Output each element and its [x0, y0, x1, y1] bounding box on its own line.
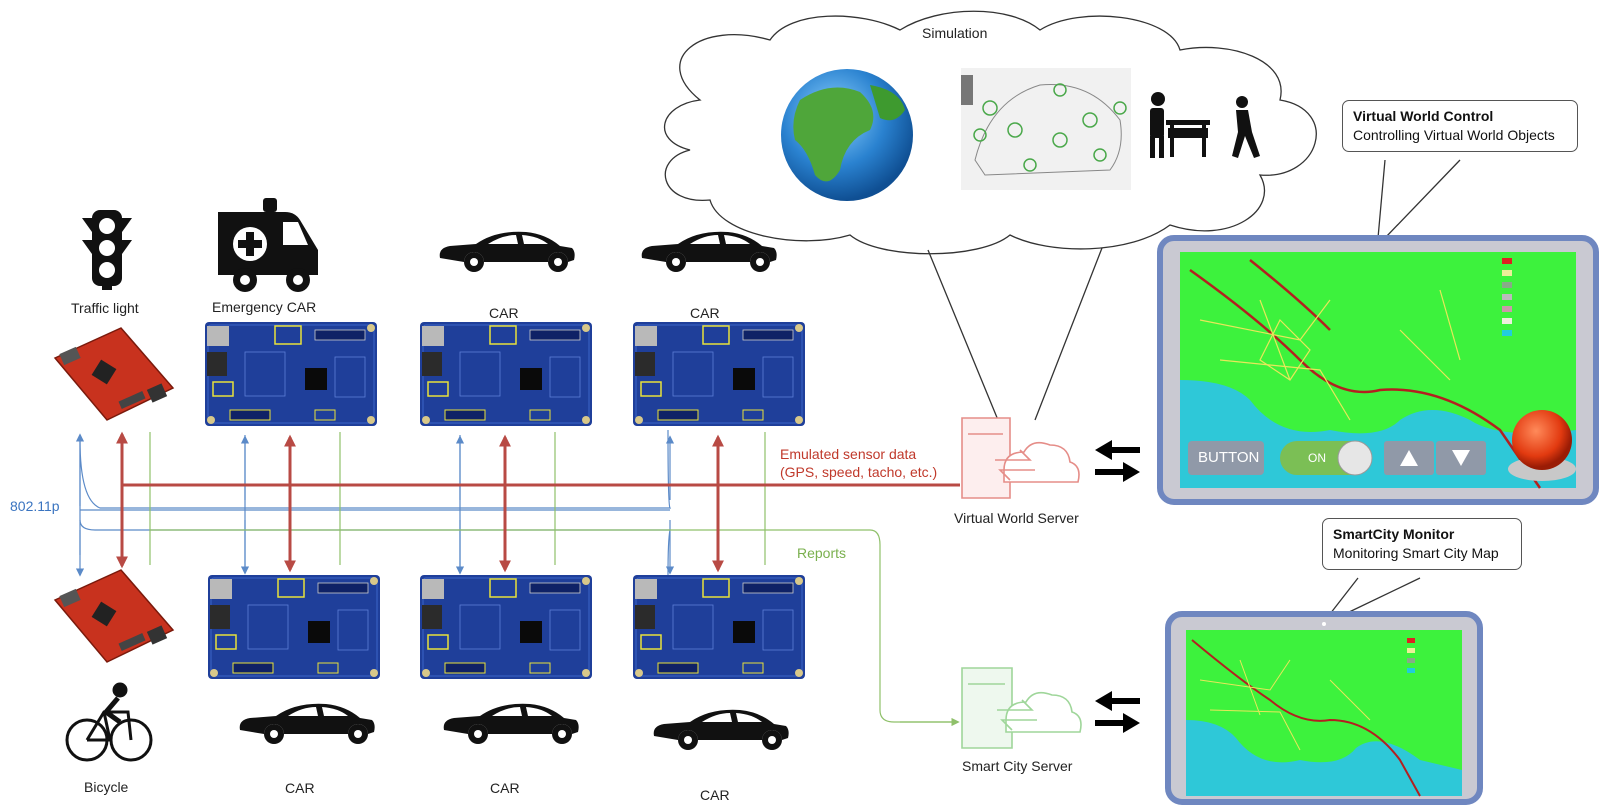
- car-label: CAR: [490, 780, 520, 796]
- pedestrian-icon: [1232, 96, 1260, 158]
- tablet-toggle-label: ON: [1308, 451, 1326, 465]
- olimex-board: [54, 327, 174, 421]
- sensor-data-sublabel: (GPS, speed, tacho, etc.): [780, 464, 938, 480]
- tablet-button-label: BUTTON: [1198, 449, 1260, 466]
- traffic-light-icon: [82, 210, 132, 290]
- virtual-world-control-callout: Virtual World Control Controlling Virtua…: [1342, 100, 1578, 152]
- galileo-board: [419, 321, 593, 427]
- ambulance-icon: [218, 198, 318, 292]
- smart-city-server-label: Smart City Server: [962, 758, 1073, 774]
- reports-label: Reports: [797, 545, 847, 561]
- sensor-data-label: Emulated sensor data: [780, 446, 917, 462]
- cloud-link-line: [927, 249, 999, 421]
- emergency-car-label: Emergency CAR: [212, 299, 317, 315]
- galileo-board: [207, 574, 381, 680]
- virtual-world-server-icon: [961, 417, 1080, 499]
- tablet-button[interactable]: [1188, 441, 1264, 475]
- smart-city-server-icon: [961, 667, 1082, 749]
- galileo-board: [419, 574, 593, 680]
- cloud-link-line: [1034, 247, 1103, 421]
- smartcity-monitor-callout: SmartCity Monitor Monitoring Smart City …: [1322, 518, 1522, 570]
- olimex-board: [54, 569, 174, 663]
- up-arrow-icon: [1400, 450, 1418, 466]
- virtual-world-control-tablet: [1157, 235, 1599, 505]
- callout-title: Virtual World Control: [1353, 108, 1494, 124]
- car-label: CAR: [690, 305, 720, 321]
- exchange-arrows-icon: [1095, 440, 1140, 482]
- callout-subtitle: Monitoring Smart City Map: [1333, 545, 1499, 561]
- car-icon: [653, 709, 789, 750]
- globe-icon: [781, 69, 913, 201]
- virtual-world-server-label: Virtual World Server: [954, 510, 1079, 526]
- wireless-label: 802.11p: [10, 498, 60, 514]
- galileo-board: [632, 321, 806, 427]
- car-icon: [641, 231, 777, 272]
- callout-subtitle: Controlling Virtual World Objects: [1353, 127, 1555, 143]
- smart-city-monitor-tablet: [1165, 611, 1483, 805]
- car-icon: [443, 703, 579, 744]
- roadworker-barrier-icon: [1150, 92, 1210, 158]
- car-label: CAR: [285, 780, 315, 796]
- galileo-board: [632, 574, 806, 680]
- traffic-light-label: Traffic light: [71, 300, 139, 316]
- bicycle-label: Bicycle: [84, 779, 129, 795]
- wireless-network-lines: [79, 429, 672, 576]
- reports-lines: [149, 432, 955, 723]
- down-arrow-icon: [1452, 450, 1470, 466]
- car-icon: [239, 703, 375, 744]
- red-emergency-button[interactable]: [1512, 410, 1572, 470]
- car-sensor-blueprint-icon: [961, 68, 1131, 190]
- exchange-arrows-icon: [1095, 691, 1140, 733]
- bicycle-icon: [65, 682, 153, 762]
- car-label: CAR: [700, 787, 730, 803]
- callout-title: SmartCity Monitor: [1333, 526, 1455, 542]
- simulation-label: Simulation: [922, 25, 988, 41]
- galileo-board: [204, 321, 378, 427]
- car-label: CAR: [489, 305, 519, 321]
- car-icon: [439, 231, 575, 272]
- map-legend: [1502, 258, 1512, 336]
